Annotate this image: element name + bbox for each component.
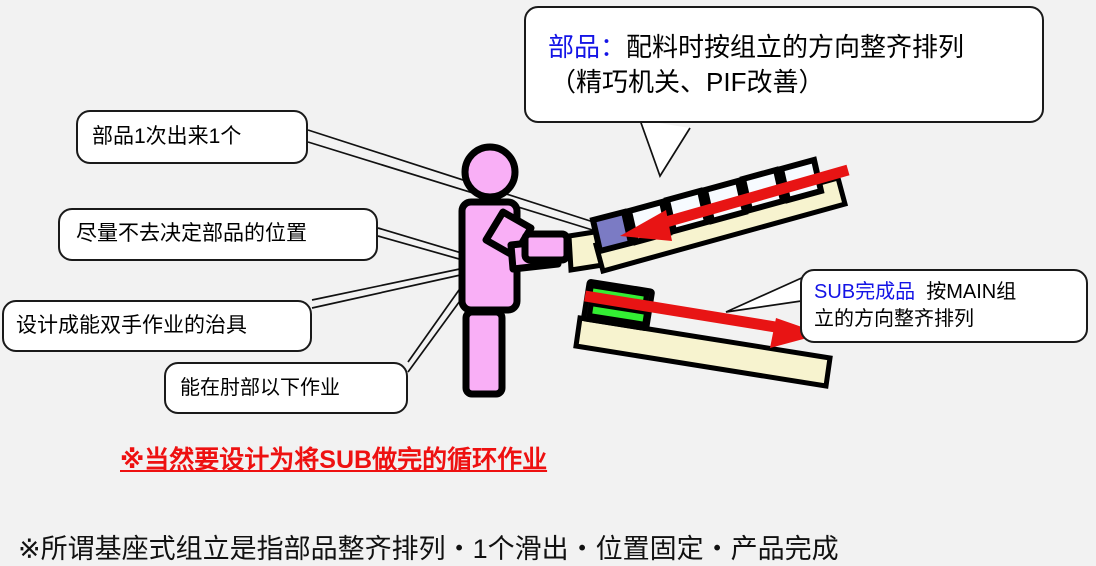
upper-flow-arrow (620, 164, 850, 241)
operator-figure (458, 143, 571, 398)
leader-two-hand-jig (311, 265, 475, 301)
callout-parts-supply-line1: 部品：配料时按组立的方向整齐排列 (548, 30, 1042, 65)
leader-one-at-a-time-b (307, 141, 613, 237)
callout-one-at-a-time[interactable]: 部品1次出来1个 (76, 110, 308, 164)
lower-flow-arrow (584, 290, 822, 348)
callout-no-fixed-position-text: 尽量不去决定部品的位置 (76, 222, 307, 246)
operator-head (461, 143, 519, 201)
callout-parts-supply-line2: （精巧机关、PIF改善） (550, 66, 825, 97)
note-red-underlined: ※当然要设计为将SUB做完的循环作业 (120, 446, 548, 474)
callout-sub-finished[interactable]: SUB完成品 按MAIN组 立的方向整齐排列 (800, 269, 1088, 343)
callout-below-elbow[interactable]: 能在肘部以下作业 (164, 362, 408, 414)
callout-below-elbow-text: 能在肘部以下作业 (180, 376, 340, 399)
leader-one-at-a-time-a (307, 129, 613, 229)
callout-one-at-a-time-text: 部品1次出来1个 (92, 124, 242, 148)
operator-hand (521, 230, 571, 264)
leader-lines (307, 119, 809, 373)
callout-sub-finished-label: SUB完成品 (814, 281, 916, 304)
sub-part-bar-bottom (586, 300, 650, 328)
callout-no-fixed-position[interactable]: 尽量不去决定部品的位置 (58, 208, 378, 261)
sub-output-chute (573, 279, 833, 389)
callout-parts-supply-label: 部品： (548, 31, 627, 62)
leader-two-hand-jig-b (311, 271, 475, 309)
leader-parts-supply (639, 119, 691, 178)
note-bottom: ※所谓基座式组立是指部品整齐排列・1个滑出・位置固定・产品完成 (18, 534, 839, 564)
callout-two-hand-jig[interactable]: 设计成能双手作业的治具 (2, 300, 312, 352)
lower-chute-rail (573, 315, 833, 389)
part-slot-filled (589, 208, 635, 255)
callout-sub-finished-line1: SUB完成品 按MAIN组 (814, 279, 1086, 306)
parts-supply-chute (566, 156, 850, 275)
operator-legs (462, 308, 506, 398)
callout-parts-supply[interactable]: 部品：配料时按组立的方向整齐排列 （精巧机关、PIF改善） (524, 6, 1044, 123)
leader-sub-finished (725, 274, 809, 313)
callout-sub-finished-text: 按MAIN组 (926, 281, 1017, 304)
callout-sub-finished-line2: 立的方向整齐排列 (814, 308, 974, 330)
callout-two-hand-jig-text: 设计成能双手作业的治具 (16, 313, 247, 337)
callout-parts-supply-text: 配料时按组立的方向整齐排列 (626, 31, 965, 62)
